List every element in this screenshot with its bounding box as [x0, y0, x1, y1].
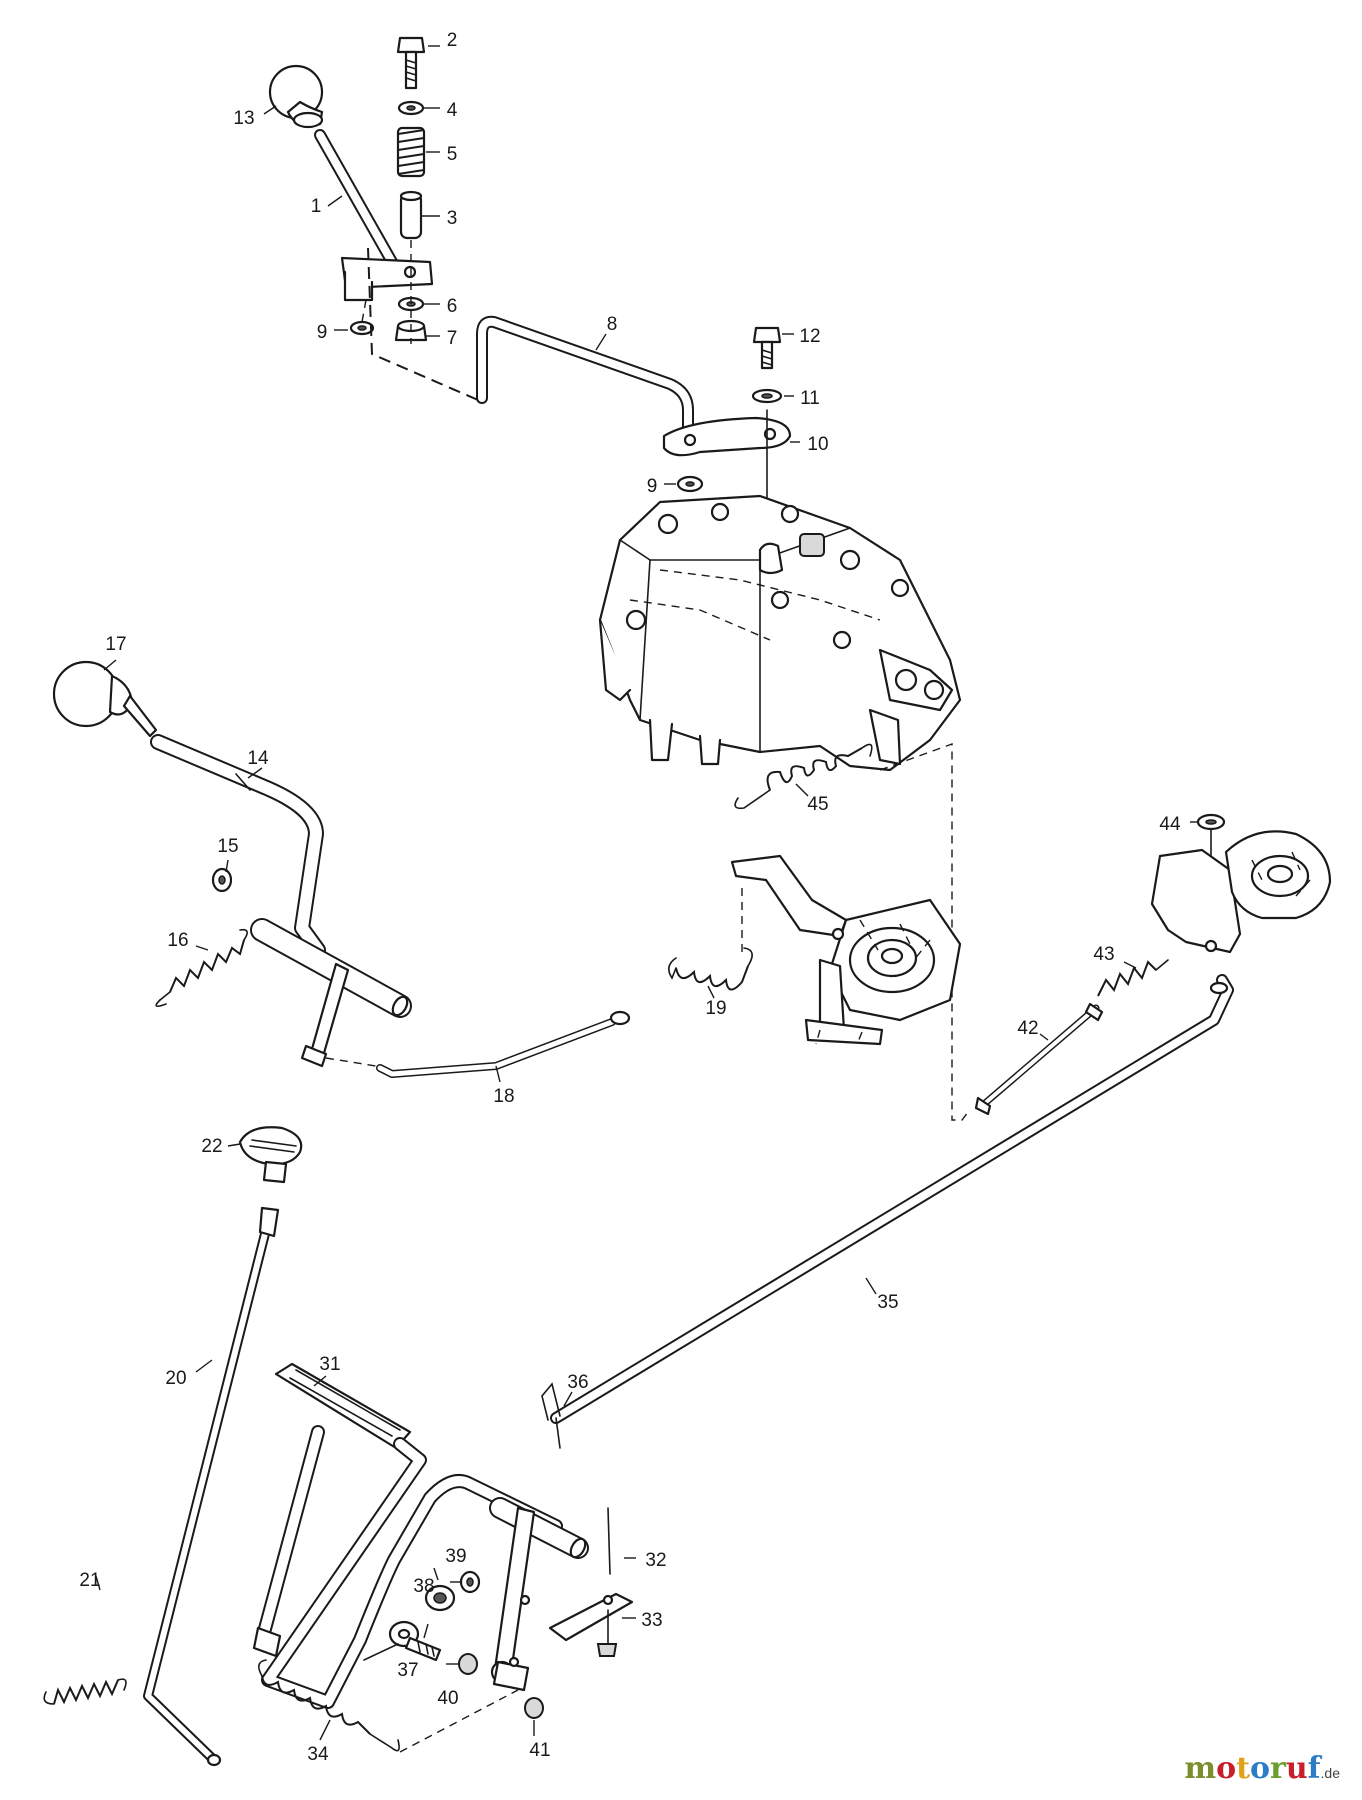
spring-16: [155, 928, 248, 1008]
label-13: 13: [233, 108, 254, 129]
leader-lines: [95, 45, 1198, 1741]
spring-34: [258, 1659, 519, 1753]
label-19: 19: [705, 998, 726, 1019]
label-2: 2: [447, 30, 458, 51]
watermark-logo: motoruf.de: [1184, 1751, 1340, 1786]
arm-vertical: [490, 1506, 536, 1692]
shaft-35-end: [489, 1497, 589, 1559]
label-16: 16: [167, 930, 188, 951]
plate-32: [548, 1507, 634, 1642]
washer-37: [363, 1620, 442, 1662]
label-5: 5: [447, 144, 458, 165]
label-9-upper: 9: [317, 322, 328, 343]
watermark-suffix: .de: [1320, 1765, 1340, 1781]
label-8: 8: [607, 314, 618, 335]
label-44: 44: [1159, 814, 1181, 835]
arm-10: [662, 416, 792, 457]
spring-43: [1097, 959, 1169, 997]
spacer-3: [399, 190, 423, 240]
label-41: 41: [529, 1740, 550, 1761]
clip-9-upper: [349, 320, 375, 336]
label-6: 6: [447, 296, 458, 317]
screw-33: [596, 1609, 618, 1657]
bolt-2: [396, 36, 426, 90]
washer-39: [459, 1570, 481, 1594]
label-14: 14: [247, 748, 269, 769]
lower-arm-14: [300, 962, 350, 1068]
knob-22: [238, 1126, 303, 1184]
label-33: 33: [641, 1610, 662, 1631]
bushing-38: [424, 1584, 456, 1612]
label-40: 40: [437, 1688, 458, 1709]
knob-17: [52, 660, 158, 738]
label-42: 42: [1017, 1018, 1038, 1039]
label-22: 22: [201, 1136, 222, 1157]
clip-9-lower: [676, 475, 704, 493]
watermark-letter: m: [1184, 1751, 1217, 1786]
washer-4: [397, 100, 425, 116]
label-21: 21: [79, 1570, 100, 1591]
transmission: [598, 494, 962, 772]
nut-41: [524, 1697, 544, 1719]
pedal-31: [252, 1362, 563, 1709]
label-17: 17: [105, 634, 126, 655]
label-1: 1: [311, 196, 322, 217]
spring-5: [396, 126, 426, 178]
label-9-lower: 9: [647, 476, 658, 497]
label-45: 45: [807, 794, 828, 815]
spring-21: [43, 1678, 127, 1705]
spring-19: [668, 947, 753, 991]
label-31: 31: [319, 1354, 340, 1375]
label-39: 39: [445, 1546, 466, 1567]
rod-8: [476, 315, 694, 442]
watermark-letter: t: [1236, 1751, 1250, 1786]
label-7: 7: [447, 328, 458, 349]
rod-18: [325, 1010, 631, 1078]
label-20: 20: [165, 1368, 186, 1389]
shift-lever-1: [314, 129, 434, 302]
shaft-lever-14: [250, 918, 412, 1018]
part-labels: 1 2 3 4 5 6 7 8 9 9 10 11 12 13 14 15 16…: [79, 30, 1181, 1765]
label-11: 11: [800, 388, 820, 409]
watermark-letter: r: [1270, 1751, 1286, 1786]
bracket-assembly: [730, 854, 962, 1046]
knob-13: [268, 64, 324, 129]
bolt-12: [752, 326, 782, 370]
bracket-right: [1150, 830, 1332, 954]
label-36: 36: [567, 1372, 588, 1393]
label-37: 37: [397, 1660, 418, 1681]
spring-45: [734, 743, 873, 810]
rod-20: [143, 1206, 280, 1767]
label-3: 3: [447, 208, 458, 229]
label-15: 15: [217, 836, 238, 857]
watermark-letter: o: [1216, 1751, 1237, 1786]
watermark-letter: f: [1307, 1751, 1321, 1786]
rod-35: [550, 974, 1234, 1424]
rod-42: [974, 1002, 1104, 1116]
watermark-letter: o: [1249, 1751, 1270, 1786]
label-38: 38: [413, 1576, 434, 1597]
label-34: 34: [307, 1744, 329, 1765]
label-4: 4: [447, 100, 458, 121]
washer-44: [1196, 813, 1226, 831]
clip-36: [541, 1382, 561, 1449]
label-32: 32: [645, 1550, 666, 1571]
label-43: 43: [1093, 944, 1114, 965]
label-18: 18: [493, 1086, 514, 1107]
label-12: 12: [799, 326, 820, 347]
label-10: 10: [807, 434, 828, 455]
watermark-letter: u: [1285, 1751, 1308, 1786]
lever-14: [150, 734, 326, 958]
washer-15: [211, 867, 233, 893]
label-35: 35: [877, 1292, 898, 1313]
washer-11: [751, 388, 783, 404]
nut-40: [458, 1653, 478, 1675]
